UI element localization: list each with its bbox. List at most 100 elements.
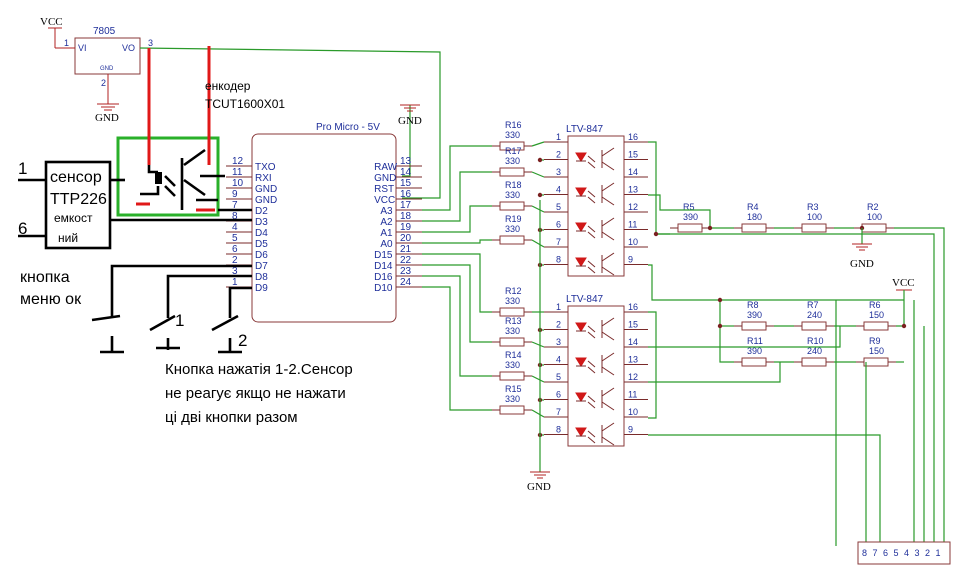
encoder-sensor: енкодер TCUT1600X01: [116, 46, 285, 217]
regulator-vo: VO: [122, 43, 135, 53]
resistor-ref: R12: [505, 286, 522, 296]
led-diode: [575, 392, 587, 402]
mcu-right-pin-name: GND: [374, 173, 396, 184]
mcu-left-pin-num: 1: [232, 277, 238, 288]
mcu-right-pin-name: D10: [374, 283, 393, 294]
resistor-group: R16330R17330R18330R19330R12330R13330R143…: [492, 120, 896, 415]
menu-button-label-2: меню ок: [20, 291, 82, 308]
sensor-model: ТТР226: [50, 191, 107, 208]
resistor-ref: R16: [505, 120, 522, 130]
opto-pin-right: 10: [628, 237, 638, 247]
opto-pin-right: 9: [628, 425, 633, 435]
opto-pin-left: 4: [556, 185, 561, 195]
net-wire: [422, 264, 492, 343]
mcu-right-pin-num: 16: [400, 189, 412, 200]
led-diode: [575, 152, 587, 162]
resistor-ref: R8: [747, 300, 759, 310]
opto-pin-left: 1: [556, 302, 561, 312]
junction-dot: [717, 323, 723, 329]
junction-dot: [537, 157, 543, 163]
gnd-label-mcu: GND: [398, 115, 422, 127]
resistor-value: 330: [505, 224, 520, 234]
opto-pin-right: 11: [628, 220, 637, 230]
light-arrow: [587, 155, 596, 163]
junction-dot: [653, 231, 659, 237]
opto-pin-left: 6: [556, 220, 561, 230]
junction-dot: [537, 192, 543, 198]
net-wire: [896, 300, 905, 327]
regulator-name: 7805: [93, 26, 116, 37]
connector-pin: 2: [925, 548, 930, 558]
opto-pin-right: 13: [628, 355, 638, 365]
regulator-gnd-label: GND: [100, 66, 114, 72]
opto-pin-left: 5: [556, 202, 561, 212]
light-arrow: [587, 436, 596, 444]
net-wire: [531, 239, 545, 248]
regulator-pin2: 2: [101, 78, 106, 88]
mcu-left-pin-num: 12: [232, 156, 244, 167]
mcu-left-pin-num: 5: [232, 233, 238, 244]
pro-micro-board: Pro Micro - 5V 12TXO11RXI10GND9GND7D28D3…: [226, 122, 422, 323]
encoder-model: TCUT1600X01: [205, 97, 285, 111]
mcu-right-pin-num: 20: [400, 233, 412, 244]
opto-pin-right: 11: [628, 390, 637, 400]
mcu-left-pin-name: D7: [255, 261, 268, 272]
mcu-left-pin-name: D2: [255, 206, 268, 217]
mcu-left-pin-name: D9: [255, 283, 268, 294]
note-line-2: не реагує якщо не нажати: [165, 385, 346, 402]
regulator-pin3: 3: [148, 38, 153, 48]
mcu-right-pin-name: RAW: [374, 162, 398, 173]
regulator-pin1: 1: [64, 38, 69, 48]
mcu-right-pin-name: RST: [374, 184, 394, 195]
mcu-right-pin-num: 18: [400, 211, 412, 222]
connector-pin: 5: [894, 548, 899, 558]
resistor-value: 330: [505, 296, 520, 306]
resistor-value: 330: [505, 360, 520, 370]
mcu-left-pin-num: 11: [232, 167, 243, 178]
button-2-label: 2: [238, 331, 247, 350]
opto-pin-right: 12: [628, 372, 638, 382]
resistor-ref: R15: [505, 384, 522, 394]
resistor-ref: R17: [505, 146, 522, 156]
mcu-right-pin-name: VCC: [374, 195, 395, 206]
connector-pin: 7: [873, 548, 878, 558]
net-wire: [422, 239, 492, 244]
net-wire: [422, 171, 492, 222]
light-arrow: [587, 401, 596, 409]
mcu-left-pin-name: RXI: [255, 173, 272, 184]
net-wire: [422, 275, 492, 377]
resistor-value: 240: [807, 346, 822, 356]
mcu-left-pin-name: GND: [255, 195, 277, 206]
note-line-3: ці дві кнопки разом: [165, 409, 298, 426]
connector-pin: 1: [936, 548, 941, 558]
resistor-value: 100: [867, 212, 882, 222]
led-diode: [575, 357, 587, 367]
light-arrow: [587, 231, 596, 239]
mcu-left-pin-num: 3: [232, 266, 238, 277]
opto-pin-right: 14: [628, 167, 638, 177]
mcu-left-pin-name: D3: [255, 217, 268, 228]
resistor-ref: R5: [683, 202, 695, 212]
opto-pin-left: 2: [556, 150, 561, 160]
resistor-value: 180: [747, 212, 762, 222]
light-arrow: [587, 260, 596, 268]
sensor-type-2: ний: [58, 231, 78, 245]
resistor-value: 150: [869, 310, 884, 320]
mcu-right-pin-num: 13: [400, 156, 412, 167]
mcu-left-pin-name: D5: [255, 239, 268, 250]
mcu-title: Pro Micro - 5V: [316, 122, 380, 133]
net-wire: [656, 233, 935, 546]
